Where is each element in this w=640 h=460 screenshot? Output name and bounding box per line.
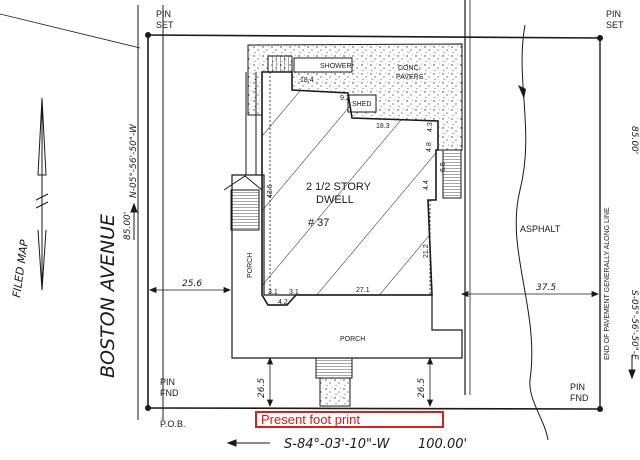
pin-set-nw-label-2: SET: [156, 20, 174, 30]
east-steps: [442, 149, 462, 199]
west-length-label: 85.00': [123, 212, 133, 240]
shed-label: SHED: [352, 101, 371, 108]
south-bearing-label: S-84°-03'-10"-W: [284, 437, 390, 452]
dim-26-5-right: 26.5: [417, 378, 427, 398]
porch-vertical-label: PORCH: [247, 253, 254, 278]
shower-label: SHOWER: [320, 63, 352, 70]
bearing-arrows: [130, 202, 636, 447]
dwelling-label-1: 2 1/2 STORY: [306, 181, 372, 193]
dim-3-1-left: 3.1: [268, 289, 278, 296]
dim-9-2: 9.2: [340, 95, 350, 102]
dim-43-6: 43.6: [267, 184, 274, 198]
shower-block: [293, 57, 353, 73]
north-arrow-icon: [35, 97, 49, 291]
bay-window: [261, 294, 297, 306]
pob-label: P.O.B.: [160, 419, 185, 429]
pavement-note-label: END OF PAVEMENT GENERALLY ALONG LINE: [604, 207, 611, 360]
dim-4-4: 4.4: [423, 180, 430, 190]
pin-set-ne-label-2: SET: [606, 20, 624, 30]
filed-map-label: FILED MAP: [10, 239, 31, 299]
dwelling-label-3: # 37: [308, 217, 329, 229]
dim-27-1: 27.1: [356, 287, 370, 294]
pin-fnd-se-label-2: FND: [570, 393, 589, 403]
pavement-arrow: [518, 85, 526, 99]
dim-37-5: 37.5: [536, 283, 556, 293]
front-walk: [319, 377, 351, 407]
present-footprint-caption: Present foot print: [255, 411, 444, 428]
west-bearing-label: N-05°-56'-50"-W: [129, 123, 139, 198]
dim-18-4: 18.4: [300, 77, 314, 84]
dim-3-1-right: 3.1: [289, 289, 299, 296]
dim-25-6: 25.6: [182, 279, 202, 289]
pavers-label-2: PAVERS: [396, 74, 424, 81]
dim-4-8: 4.8: [426, 142, 433, 152]
dim-26-5-left: 26.5: [257, 378, 267, 398]
property-lines: [0, 0, 601, 420]
pin-set-nw-label-1: PIN: [156, 9, 171, 19]
side-walkway: [245, 72, 257, 175]
east-bearing-label: S-05°-56'-50"-E: [629, 290, 639, 360]
side-steps: [230, 189, 260, 231]
dim-18-3: 18.3: [376, 123, 390, 130]
pin-fnd-sw: [145, 405, 151, 411]
dimension-lines: [148, 72, 600, 408]
dim-6-5: 6.5: [440, 162, 447, 172]
pin-fnd-se-label-1: PIN: [570, 382, 585, 392]
dwelling-label-2: DWELL: [316, 194, 354, 206]
pin-fnd-se: [597, 406, 603, 412]
pin-fnd-sw-label-1: PIN: [160, 377, 175, 387]
asphalt-label: ASPHALT: [520, 224, 561, 234]
dim-21-2: 21.2: [423, 244, 430, 258]
pavers-label-1: CONC.: [398, 65, 421, 72]
dim-4-2: 4.2: [278, 299, 288, 306]
rear-stairs: [267, 55, 293, 73]
property-pins: [145, 32, 603, 412]
pin-set-nw: [145, 32, 151, 38]
pin-set-ne: [597, 35, 603, 41]
street-name-label: BOSTON AVENUE: [97, 214, 119, 378]
pin-fnd-sw-label-2: FND: [160, 388, 179, 398]
east-length-label: 85.00': [629, 126, 639, 154]
porch-front-label: PORCH: [340, 336, 365, 343]
pin-set-ne-label-1: PIN: [606, 9, 621, 19]
south-length-label: 100.00': [418, 437, 467, 452]
front-steps: [315, 357, 353, 379]
dim-4-3: 4.3: [427, 122, 434, 132]
side-steps-cap: [223, 175, 263, 191]
